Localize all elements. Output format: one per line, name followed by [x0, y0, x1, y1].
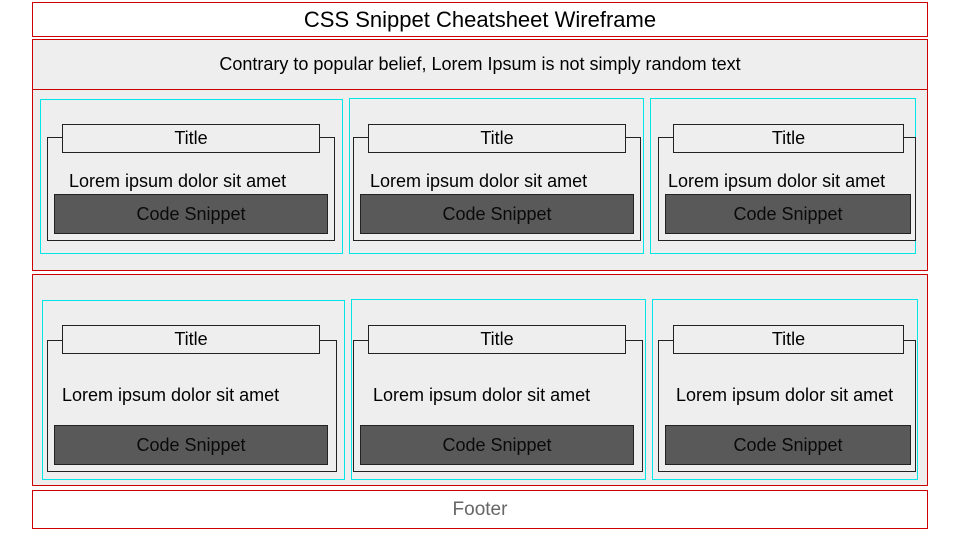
- footer: Footer: [32, 490, 928, 529]
- code-snippet: Code Snippet: [665, 425, 911, 465]
- footer-text: Footer: [452, 498, 508, 520]
- code-snippet: Code Snippet: [54, 425, 328, 465]
- card-title: Title: [673, 124, 904, 153]
- card-title: Title: [62, 325, 320, 354]
- card-title: Title: [62, 124, 320, 153]
- card-body-text: Lorem ipsum dolor sit amet: [69, 171, 287, 191]
- card-title: Title: [368, 325, 626, 354]
- code-snippet: Code Snippet: [665, 194, 911, 234]
- card-body-text: Lorem ipsum dolor sit amet: [62, 385, 280, 405]
- card-title: Title: [673, 325, 904, 354]
- card-body-text: Lorem ipsum dolor sit amet: [668, 171, 886, 191]
- header-box: CSS Snippet Cheatsheet Wireframe: [32, 2, 928, 37]
- intro-text: Contrary to popular belief, Lorem Ipsum …: [219, 54, 741, 74]
- intro-bar: Contrary to popular belief, Lorem Ipsum …: [33, 40, 927, 90]
- code-snippet: Code Snippet: [360, 194, 634, 234]
- card-body-text: Lorem ipsum dolor sit amet: [370, 171, 588, 191]
- card-body-text: Lorem ipsum dolor sit amet: [676, 385, 894, 405]
- page-title: CSS Snippet Cheatsheet Wireframe: [303, 6, 657, 32]
- code-snippet: Code Snippet: [54, 194, 328, 234]
- card-title: Title: [368, 124, 626, 153]
- card-body-text: Lorem ipsum dolor sit amet: [373, 385, 591, 405]
- code-snippet: Code Snippet: [360, 425, 634, 465]
